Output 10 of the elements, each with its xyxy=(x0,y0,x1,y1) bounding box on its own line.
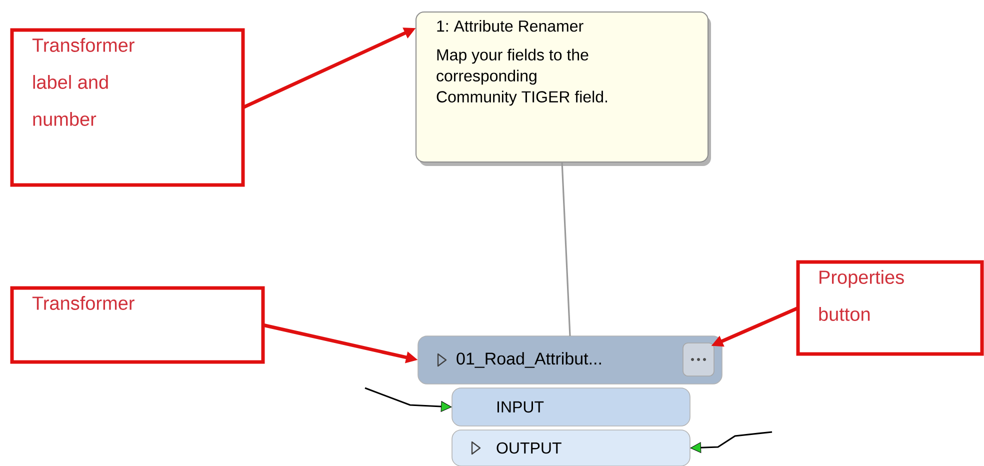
callout-box: Properties button xyxy=(796,260,984,356)
connector-line xyxy=(364,387,452,412)
transformer-bar: 01_Road_Attribut... xyxy=(418,336,722,384)
properties-button xyxy=(682,342,714,376)
callout-box: Transformer label and number xyxy=(10,28,245,187)
annotation-bubble: 1: Attribute Renamer Map your fields to the corresponding Community TIGER field. xyxy=(416,12,711,166)
input-port: INPUT xyxy=(452,388,690,426)
connector-line xyxy=(690,431,772,454)
output-port: OUTPUT xyxy=(452,430,690,466)
callout-box: Transformer xyxy=(10,286,265,364)
